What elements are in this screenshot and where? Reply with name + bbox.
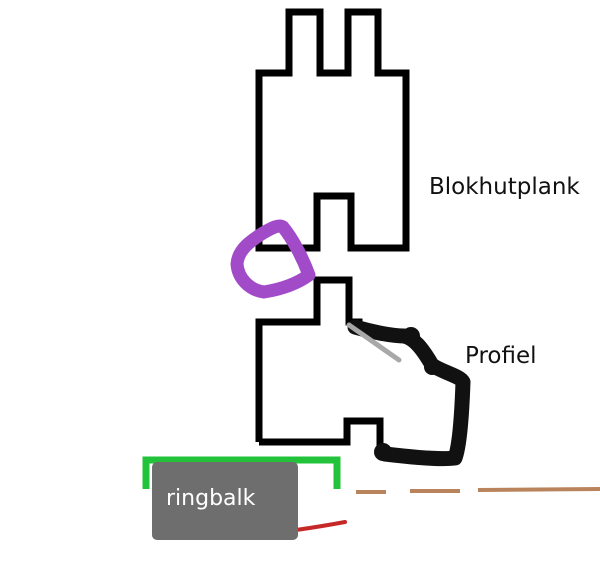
pointer-line	[346, 322, 402, 363]
profile-stroke-knot	[402, 327, 420, 345]
brown-line-segment	[477, 487, 600, 492]
joint-highlight-circle	[230, 219, 316, 299]
blokhutplank-label: Blokhutplank	[429, 174, 580, 200]
profiel-label: Profiel	[465, 343, 537, 369]
upper-plank-outline	[255, 8, 410, 252]
profile-stroke-knot	[424, 359, 440, 375]
ringbalk-label-box: ringbalk	[152, 462, 298, 540]
profile-stroke-knot	[374, 443, 392, 461]
ringbalk-label: ringbalk	[166, 486, 256, 511]
profile-stroke	[347, 319, 471, 467]
ringbalk-bracket	[142, 456, 341, 489]
lower-plank-bottom-outline	[259, 417, 384, 446]
